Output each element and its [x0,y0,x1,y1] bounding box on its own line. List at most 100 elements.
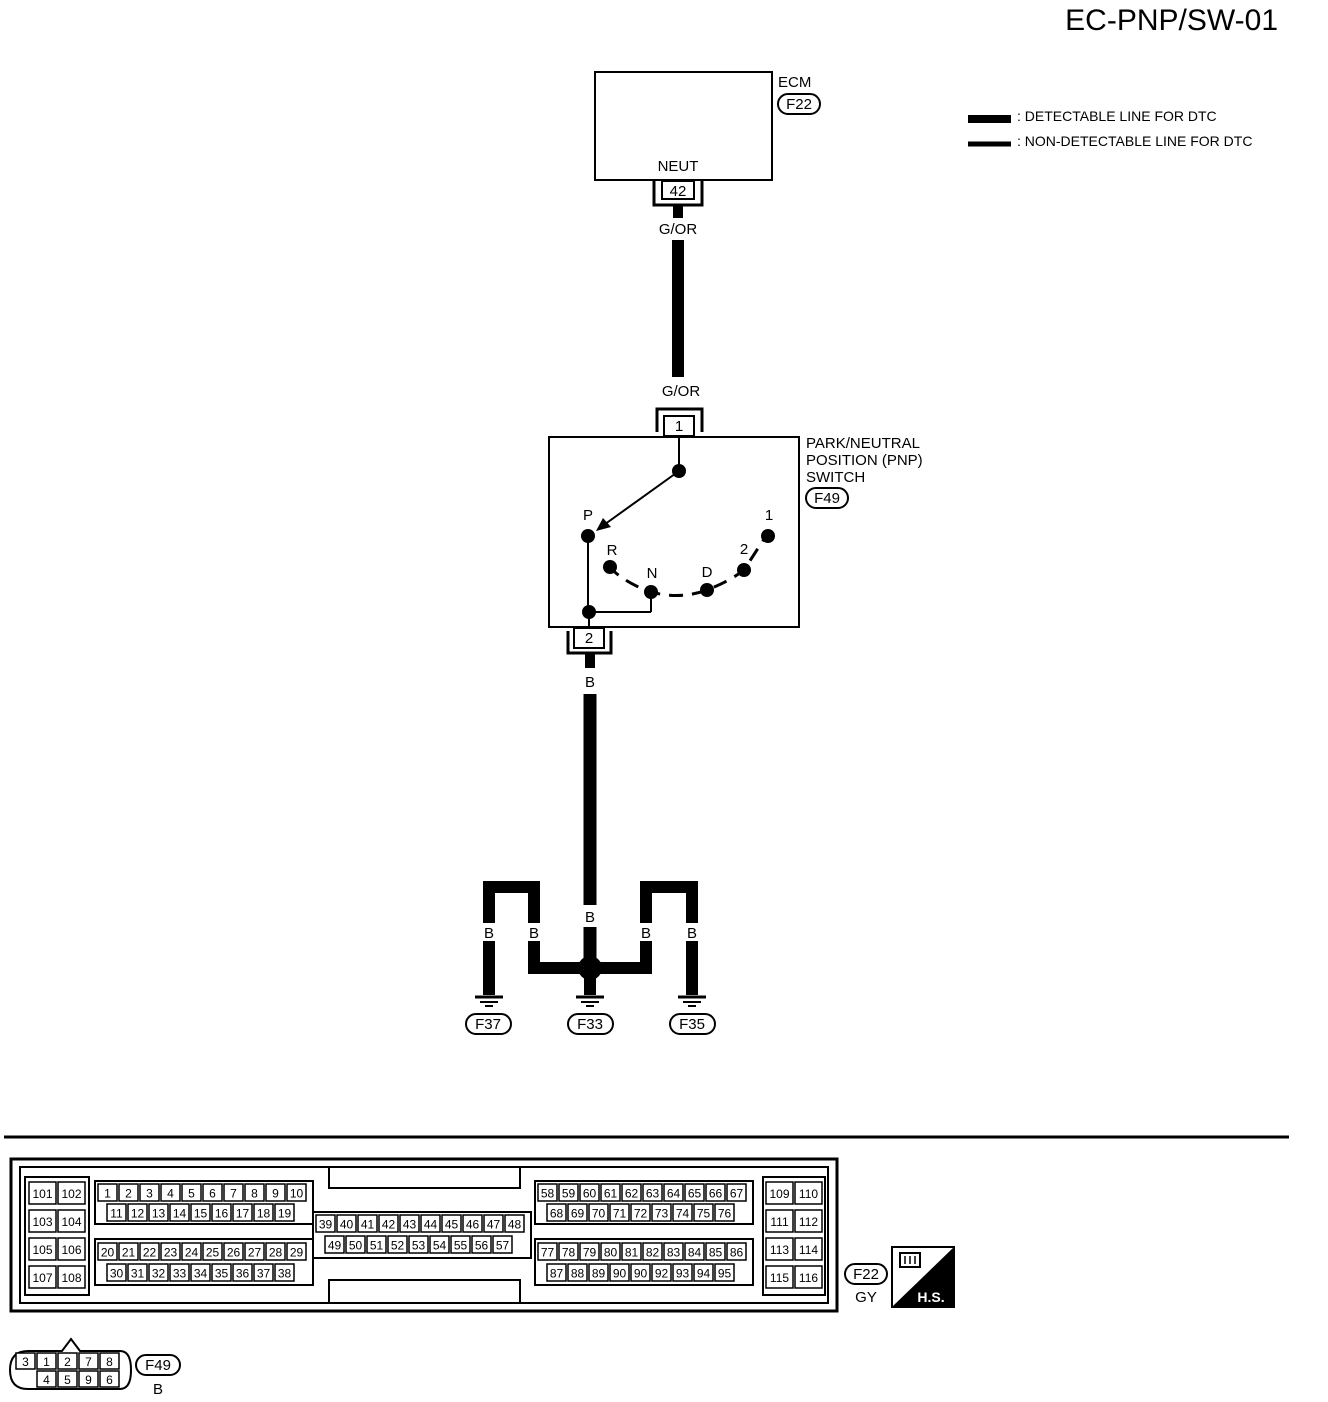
pin-number: 81 [625,1246,639,1260]
pin-cell [642,1183,663,1202]
pin-cell [714,1203,735,1222]
pin-number: 90 [613,1267,627,1281]
pin-number: 2 [64,1355,71,1369]
pin-cell [28,1237,57,1261]
hs-badge-text: H.S. [917,1289,944,1305]
pnp-position-dot-d [700,583,714,597]
pin-cell [558,1242,579,1261]
pin-number: 45 [445,1218,459,1232]
wire-ecm-to-switch: G/OR G/OR [652,205,704,400]
pin-number: 49 [328,1239,342,1253]
pin-number: 77 [541,1246,555,1260]
pnp-face-connector-badge [135,1354,181,1376]
pin-cell [537,1242,558,1261]
pin-number: 107 [32,1271,52,1285]
pin-cell [663,1183,684,1202]
pnp-contact-arm [600,470,680,528]
pin-number: 8 [106,1355,113,1369]
pin-number: 59 [562,1187,576,1201]
pin-cell [492,1235,513,1254]
pin-number: 39 [319,1218,333,1232]
pin-cell [28,1265,57,1289]
pin-cell [36,1352,57,1370]
pin-cell [232,1203,253,1222]
pin-cell [99,1370,120,1388]
pin-number: 79 [583,1246,597,1260]
pin-cell [202,1242,223,1261]
pin-cell [693,1203,714,1222]
pin-cell [621,1183,642,1202]
pin-cell [567,1203,588,1222]
ecm-connector-badge [777,93,821,115]
pin-number: 84 [688,1246,702,1260]
pin-cell [483,1214,504,1233]
pin-cell [765,1209,794,1233]
pin-number: 1 [43,1355,50,1369]
wire-color-label-upper: G/OR [659,221,698,238]
pin-number: 7 [85,1355,92,1369]
pin-number: 14 [173,1207,187,1221]
hs-badge: H.S. [891,1246,955,1308]
pin-number: 93 [676,1267,690,1281]
ecm-face-color: GY [855,1289,877,1306]
pin-number: 6 [106,1373,113,1387]
pin-number: 9 [85,1373,92,1387]
pin-cell [684,1242,705,1261]
pin-cell [78,1352,99,1370]
branch-label-bg-5 [682,923,702,941]
ground-branch-color-4: B [641,925,651,942]
pin-cell [286,1183,307,1202]
pin-number: 31 [131,1267,145,1281]
block-d [534,1238,754,1286]
pnp-face-outline [8,1337,133,1390]
pin-cell [387,1235,408,1254]
block-right-pairs [762,1176,826,1296]
pin-cell [399,1214,420,1233]
pin-cell [537,1183,558,1202]
pin-cell [148,1263,169,1282]
pin-number: 55 [454,1239,468,1253]
pin-number: 51 [370,1239,384,1253]
pin-number: 76 [718,1207,732,1221]
pin-number: 44 [424,1218,438,1232]
pin-cell [705,1242,726,1261]
pin-cell [99,1352,120,1370]
pin-number: 68 [550,1207,564,1221]
pin-number: 24 [185,1246,199,1260]
pnp-face-connector-label: F49 [145,1357,171,1374]
pin-cell [57,1181,86,1205]
pin-cell [169,1203,190,1222]
pin-cell [211,1263,232,1282]
pin-number: 71 [613,1207,627,1221]
pnp-position-dot-2 [737,563,751,577]
pin-cell [315,1214,336,1233]
pin-number: 75 [697,1207,711,1221]
pin-number: 46 [466,1218,480,1232]
pin-number: 87 [550,1267,564,1281]
pin-cell [726,1183,747,1202]
pin-number: 17 [236,1207,250,1221]
legend-detectable-text: : DETECTABLE LINE FOR DTC [1017,108,1217,124]
pin-cell [672,1203,693,1222]
pin-number: 2 [125,1187,132,1201]
pin-cell [223,1242,244,1261]
pin-number: 26 [227,1246,241,1260]
pin-number: 40 [340,1218,354,1232]
pin-number: 88 [571,1267,585,1281]
pin-number: 30 [110,1267,124,1281]
ground-badge-f37 [465,1013,512,1035]
pnp-connector-label: F49 [814,490,840,507]
pin-cell [726,1242,747,1261]
ground-label-f33: F33 [577,1016,603,1033]
pin-cell [57,1265,86,1289]
wire-color-label-bg-upper [652,219,704,237]
pin-number: 18 [257,1207,271,1221]
